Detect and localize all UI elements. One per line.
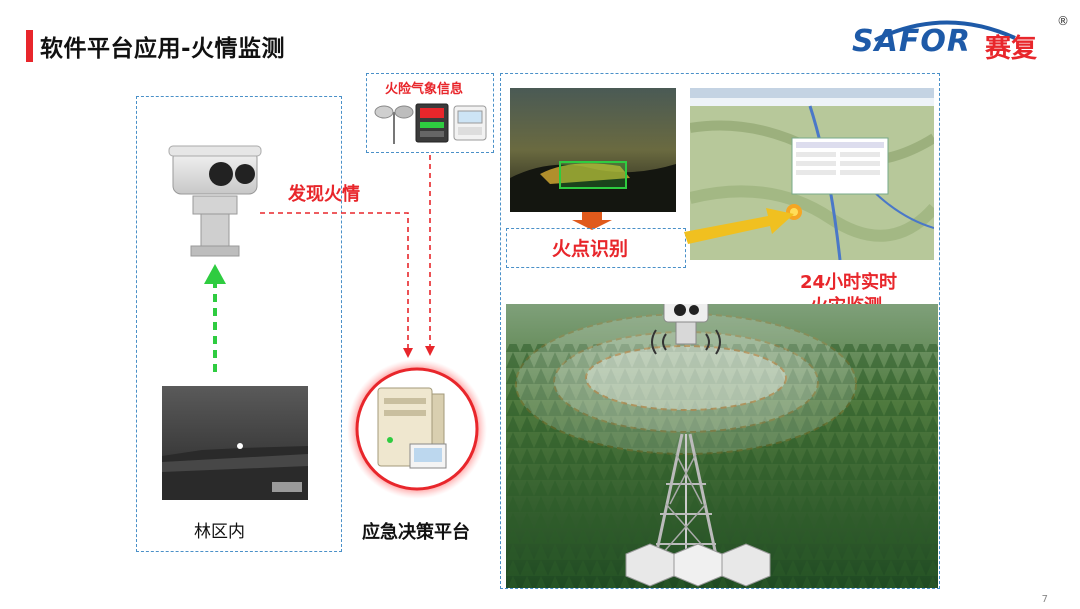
server-platform-icon	[347, 359, 487, 499]
registered-mark: ®	[1057, 14, 1069, 28]
weather-info-panel	[366, 73, 494, 153]
ptz-camera-icon	[168, 145, 262, 257]
forest-panel	[136, 96, 342, 552]
company-logo	[850, 14, 1075, 64]
weather-connector	[425, 155, 435, 356]
fire-point-box	[506, 228, 686, 268]
orange-down-arrow	[572, 212, 612, 230]
title-accent-bar	[26, 30, 33, 62]
thermal-image	[162, 386, 308, 500]
fire-alert-connector	[260, 212, 413, 358]
platform-label: 应急决策平台	[362, 522, 470, 543]
gis-map-screenshot	[690, 88, 934, 260]
weather-info-title: 火险气象信息	[385, 82, 464, 97]
weather-instruments-icon	[374, 103, 487, 144]
forest-tower-scene	[506, 304, 938, 588]
page-title: 软件平台应用-火情监测	[40, 36, 286, 62]
logo-swoosh	[874, 20, 1016, 42]
fire-video-frame	[510, 88, 676, 212]
forest-label: 林区内	[194, 522, 245, 542]
fire-found-label: 发现火情	[288, 184, 360, 205]
monitor-label-line1: 24小时实时	[800, 272, 898, 293]
logo-chinese: 赛复	[985, 34, 1038, 64]
green-up-arrow	[204, 264, 226, 372]
fire-point-label: 火点识别	[552, 238, 629, 260]
monitoring-panel	[500, 73, 940, 589]
yellow-pointer-arrow	[684, 208, 794, 244]
page-number: 7	[1041, 594, 1048, 605]
logo-text: SAFOR	[852, 24, 971, 59]
